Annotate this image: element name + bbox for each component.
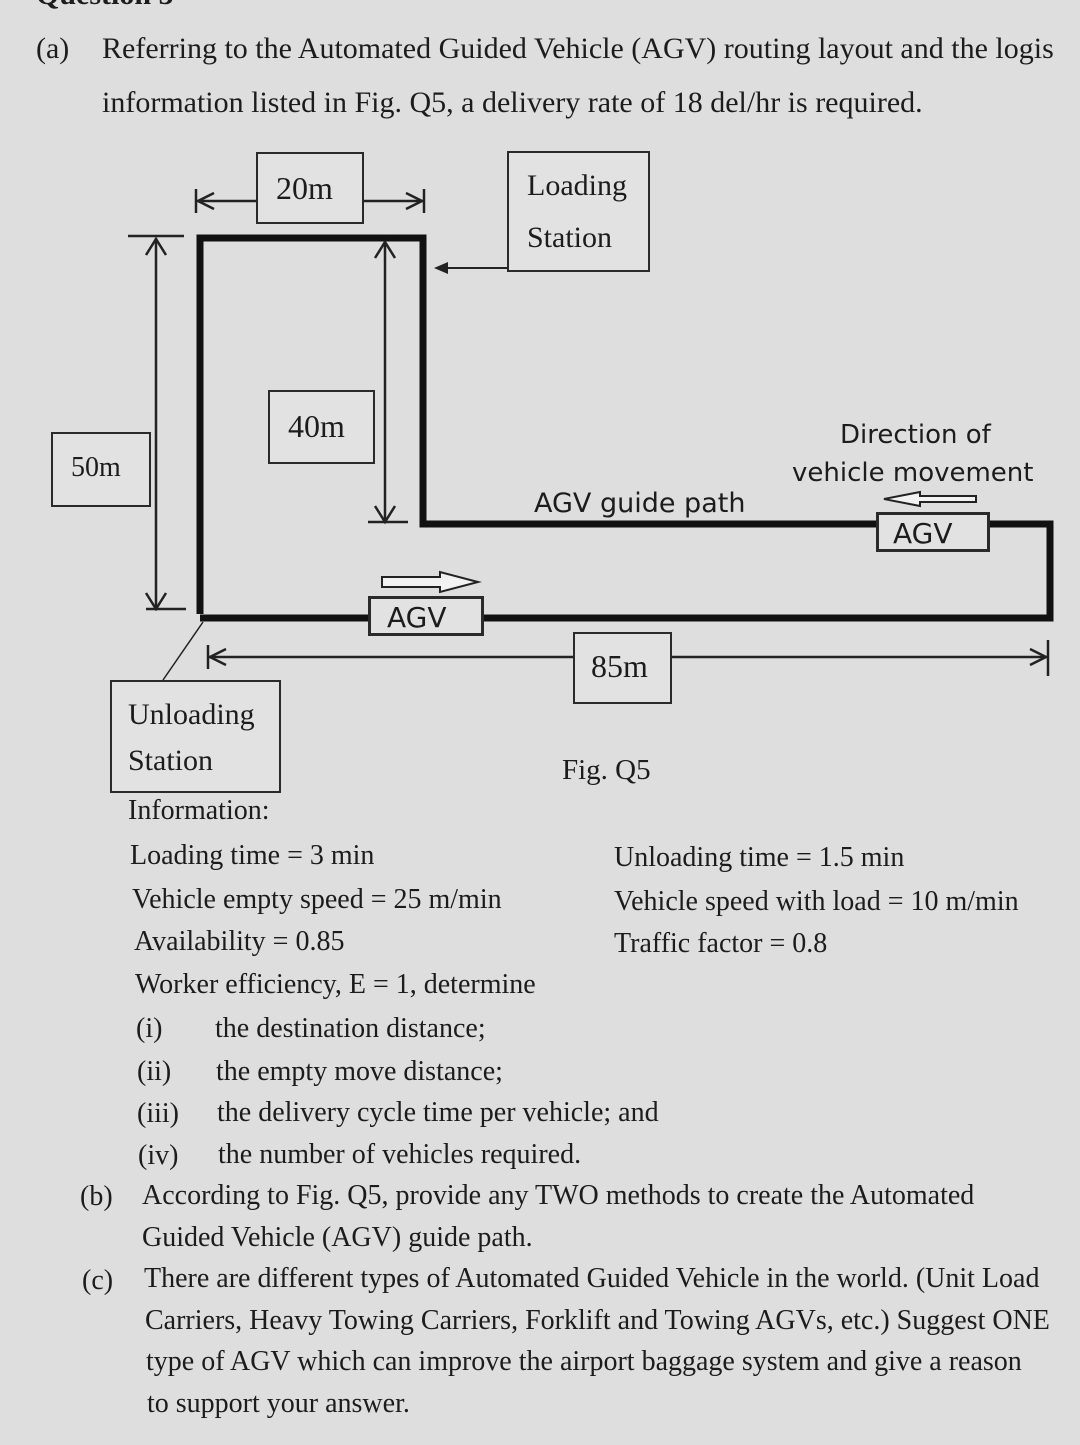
dim-50m-label: 50m [71,452,121,483]
subq-2-marker: (ii) [137,1056,172,1087]
info-availability: Availability = 0.85 [134,926,345,957]
dim-85m-label: 85m [591,648,648,684]
part-c-marker: (c) [82,1265,114,1296]
part-b-line2: Guided Vehicle (AGV) guide path. [142,1222,533,1253]
loading-station-line1: Loading [527,169,627,202]
part-b-line1: According to Fig. Q5, provide any TWO me… [142,1180,975,1211]
part-c-line3: type of AGV which can improve the airpor… [146,1346,1022,1377]
unloading-station-box: Unloading Station [110,680,281,793]
subq-2-text: the empty move distance; [216,1056,503,1087]
loading-station-box: Loading Station [507,151,650,272]
direction-label-line1: Direction of [840,420,991,450]
agv-guide-path-label: AGV guide path [534,488,746,519]
unloading-pointer [162,621,204,681]
part-a-line2: information listed in Fig. Q5, a deliver… [102,86,923,119]
label-box-40m: 40m [268,390,375,464]
info-worker-efficiency: Worker efficiency, E = 1, determine [135,969,536,1000]
agv-layout-diagram [128,189,1054,681]
part-a-line1: Referring to the Automated Guided Vehicl… [102,32,1054,65]
unloading-station-line2: Station [128,744,214,777]
part-b-marker: (b) [80,1181,113,1212]
agv-label-right: AGV [893,517,953,550]
agv-vehicle-bottom: AGV [368,596,484,636]
agv-guide-path-line [196,234,1054,622]
unloading-station-line1: Unloading [128,698,255,731]
subq-3-text: the delivery cycle time per vehicle; and [217,1097,659,1128]
agv-label-bottom: AGV [387,601,447,634]
subq-3-marker: (iii) [137,1098,179,1129]
dim-20m-label: 20m [276,170,333,206]
arrow-right-icon [381,570,482,594]
info-traffic-factor: Traffic factor = 0.8 [614,928,828,959]
part-a-marker: (a) [36,32,70,65]
part-c-line2: Carriers, Heavy Towing Carriers, Forklif… [145,1305,1050,1336]
loading-station-line2: Station [527,221,613,254]
part-c-line1: There are different types of Automated G… [144,1263,1040,1294]
info-loading-time: Loading time = 3 min [130,840,375,871]
figure-caption: Fig. Q5 [562,754,651,786]
info-unloading-time: Unloading time = 1.5 min [614,842,905,873]
info-load-speed: Vehicle speed with load = 10 m/min [614,886,1019,917]
subq-1-marker: (i) [136,1013,163,1044]
dim-40m-label: 40m [288,408,345,444]
label-box-20m: 20m [256,152,364,224]
direction-label-line2: vehicle movement [792,458,1034,488]
label-box-85m: 85m [573,632,672,704]
subq-1-text: the destination distance; [215,1013,486,1044]
subq-4-marker: (iv) [138,1140,179,1171]
subq-4-text: the number of vehicles required. [218,1139,582,1170]
info-heading: Information: [128,795,270,826]
agv-vehicle-right: AGV [876,512,990,552]
label-box-50m: 50m [51,432,151,507]
arrow-left-icon [883,490,977,508]
info-empty-speed: Vehicle empty speed = 25 m/min [132,884,502,915]
question-title: Question 5 [36,0,174,12]
part-c-line4: to support your answer. [147,1388,410,1419]
